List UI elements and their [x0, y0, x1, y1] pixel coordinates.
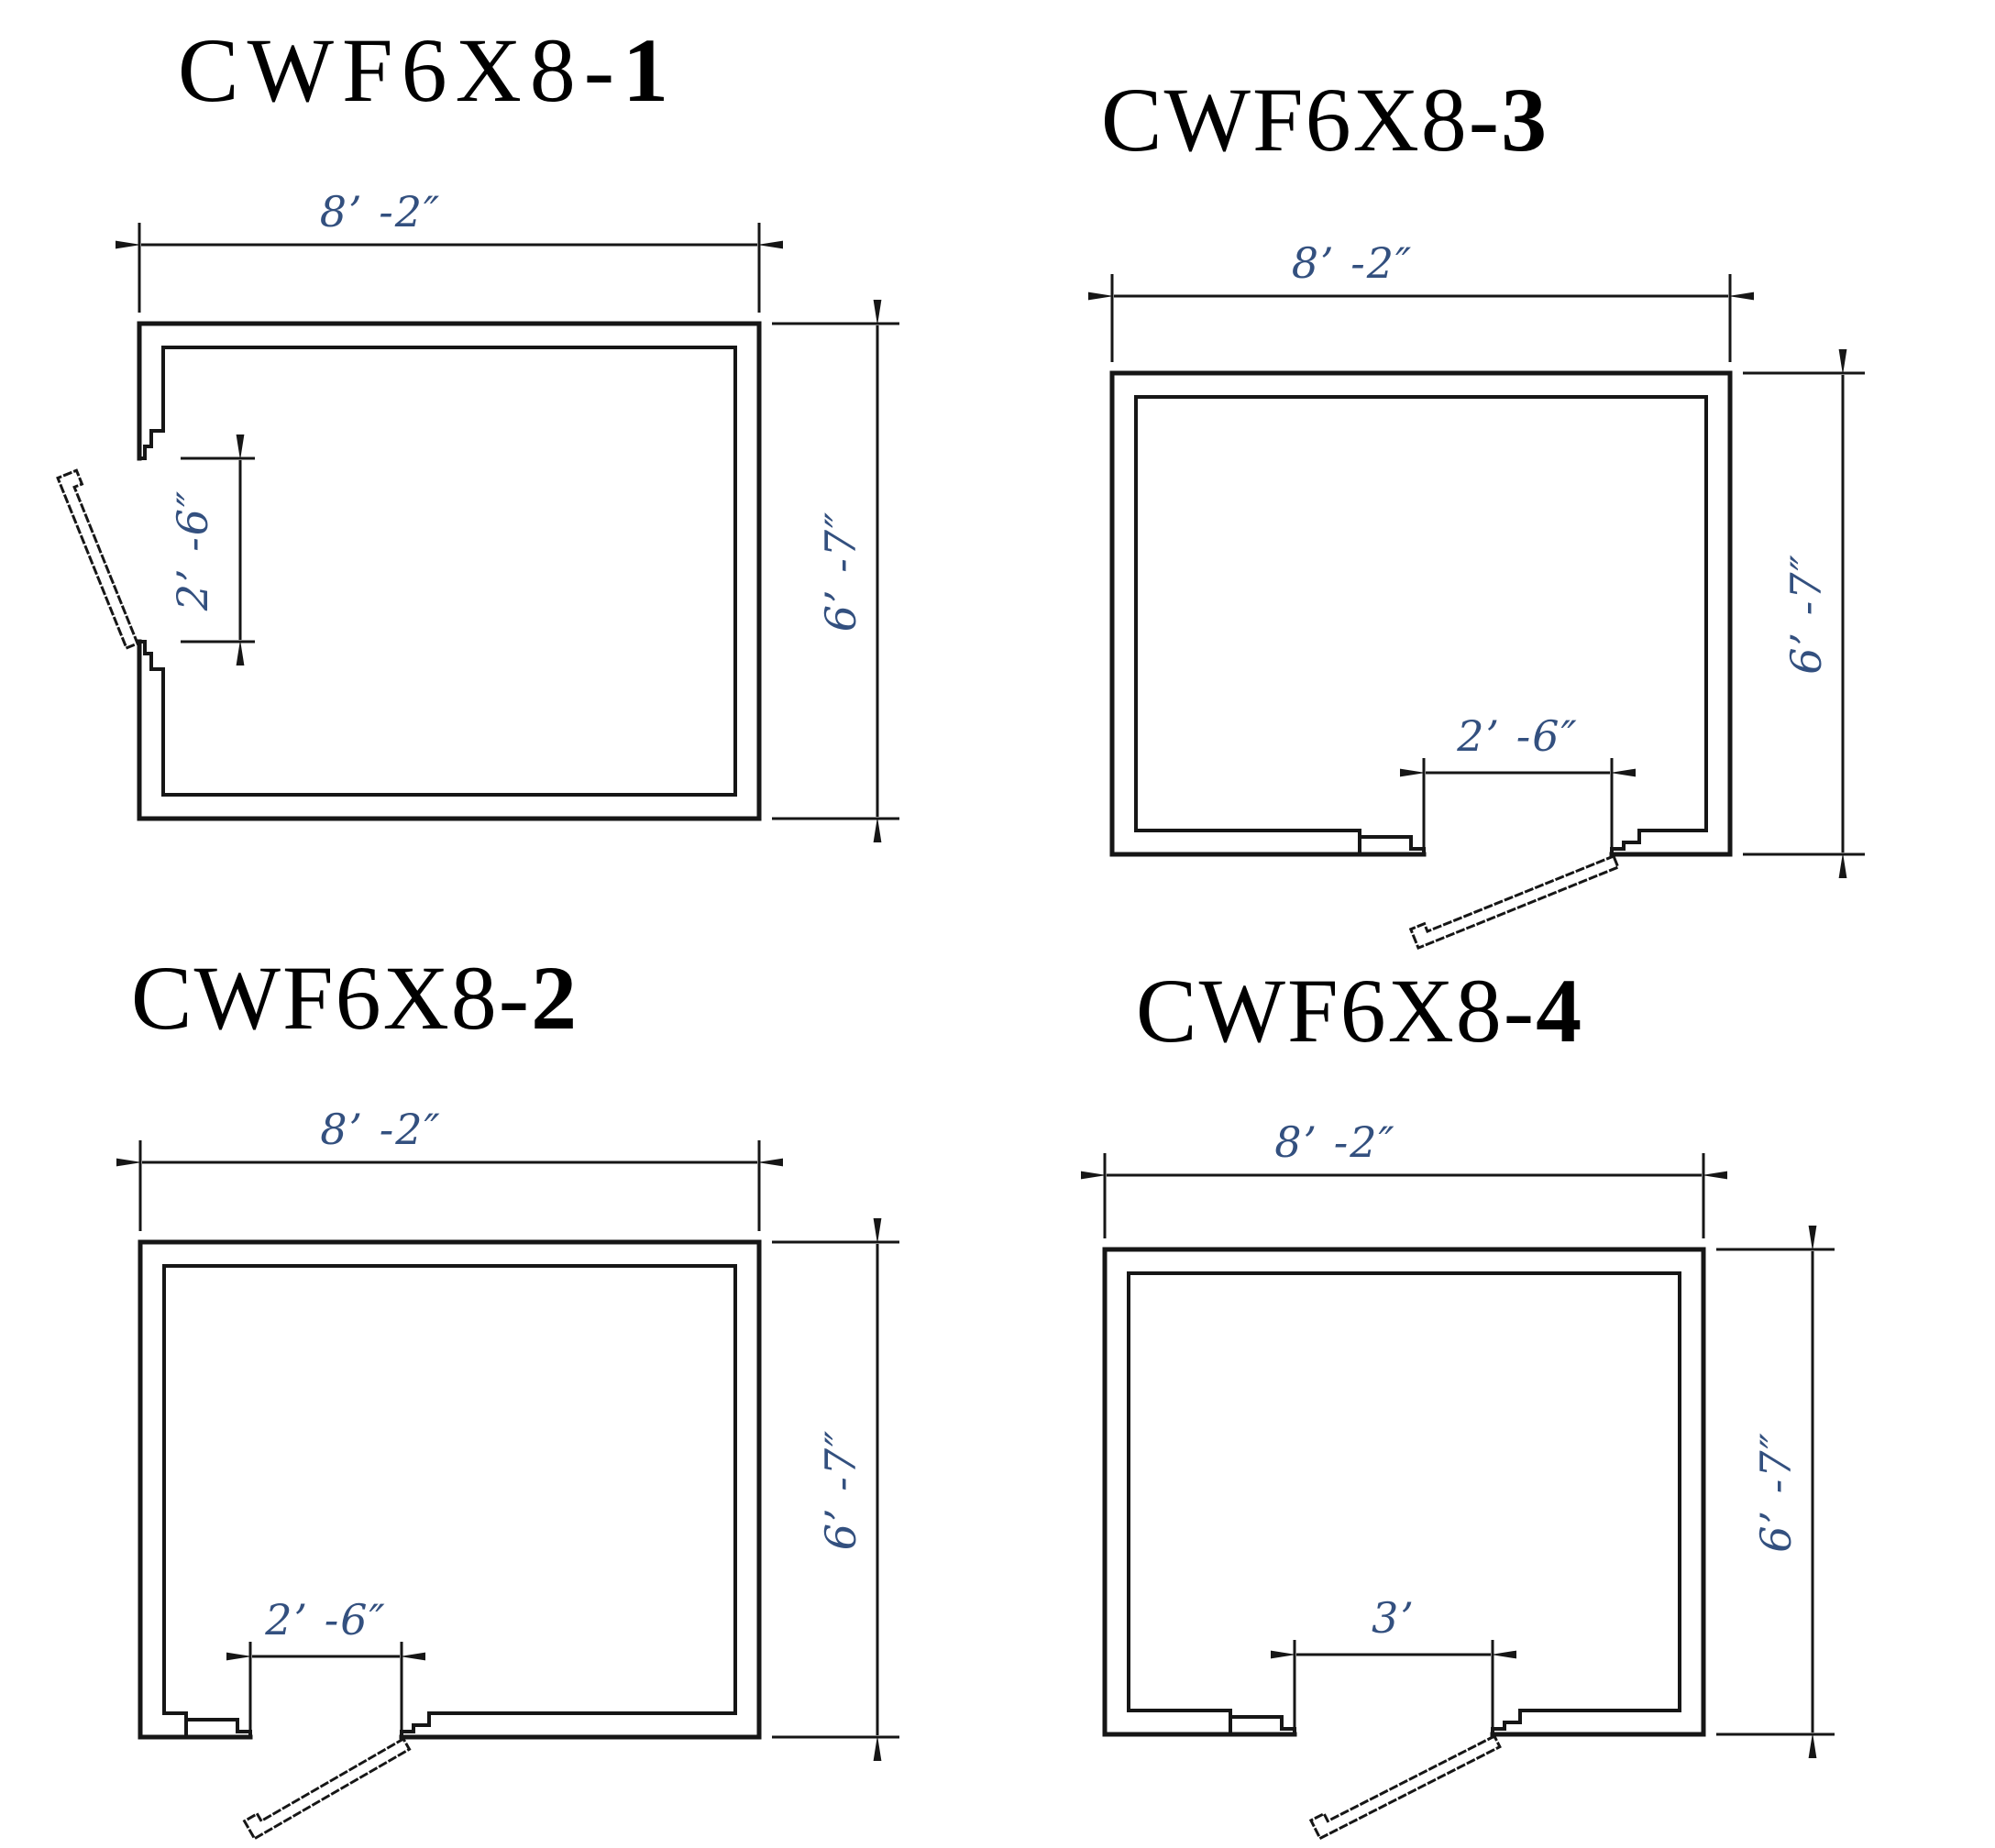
plan-2-walls	[138, 1239, 762, 1841]
plan-title-cwf6x8-2: CWF6X8-2	[131, 950, 579, 1046]
plan-title-cwf6x8-1: CWF6X8-1	[178, 22, 677, 118]
plan-4-door-width-label: 3’	[1372, 1593, 1416, 1643]
plan-title-cwf6x8-4: CWF6X8-4	[1136, 962, 1583, 1059]
plan-3-height-label: 6’ -7″	[1781, 553, 1831, 675]
plan-2-width-label: 8’ -2″	[320, 1105, 442, 1154]
plan-1-door-leaf	[56, 468, 139, 650]
plan-2-height-label: 6’ -7″	[816, 1429, 865, 1551]
plan-2-dimensions: 2’ -6″ 8’ -2″ 6’ -7″	[116, 1105, 899, 1761]
plan-3-dimensions: 2’ -6″ 8’ -2″ 6’ -7″	[1088, 238, 1865, 878]
plan-3-width-label: 8’ -2″	[1292, 238, 1414, 288]
plan-1-walls	[56, 321, 762, 821]
plan-title-cwf6x8-3: CWF6X8-3	[1101, 72, 1549, 168]
plan-3-door-width-label: 2’ -6″	[1456, 711, 1579, 761]
plan-title-prefix: CWF6X8-	[177, 19, 623, 121]
plan-2-door-leaf	[242, 1736, 412, 1841]
plan-1-width-label: 8’ -2″	[320, 187, 442, 236]
plan-3-door-leaf	[1408, 854, 1620, 951]
plan-2-door-width-label: 2’ -6″	[264, 1595, 387, 1644]
plan-title-number: 3	[1501, 69, 1549, 170]
plan-title-prefix: CWF6X8-	[1100, 69, 1502, 170]
plan-3-walls	[1109, 370, 1733, 951]
plan-4-walls	[1102, 1247, 1706, 1841]
plan-title-number: 4	[1536, 960, 1584, 1062]
plan-title-number: 1	[623, 19, 678, 121]
plan-4-width-label: 8’ -2″	[1274, 1117, 1396, 1167]
plan-4-dimensions: 3’ 8’ -2″ 6’ -7″	[1081, 1117, 1835, 1758]
plan-title-prefix: CWF6X8-	[1135, 960, 1537, 1062]
plan-1-dimensions: 2’ -6″ 8’ -2″ 6’ -7″	[116, 187, 899, 842]
plan-1-height-label: 6’ -7″	[816, 511, 865, 632]
plan-4-door-leaf	[1308, 1733, 1502, 1841]
plan-title-number: 2	[531, 947, 579, 1049]
plan-title-prefix: CWF6X8-	[130, 947, 532, 1049]
plan-4-height-label: 6’ -7″	[1751, 1431, 1801, 1553]
plan-1-door-width-label: 2’ -6″	[168, 490, 217, 612]
